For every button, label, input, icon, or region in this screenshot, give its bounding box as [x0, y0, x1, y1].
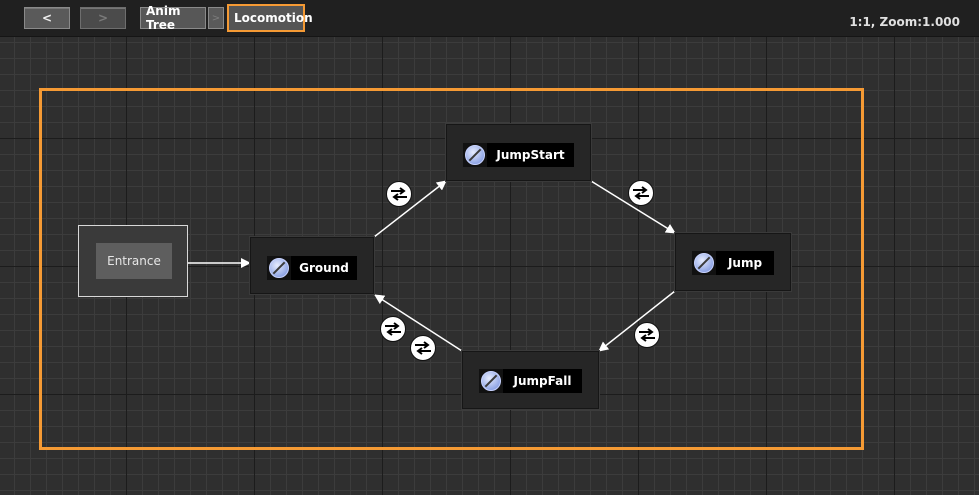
- entrance-node[interactable]: Entrance: [78, 225, 188, 297]
- state-jump[interactable]: Jump: [675, 233, 791, 291]
- state-label: Jump: [727, 256, 763, 270]
- transition-icon[interactable]: [410, 335, 436, 361]
- link-jumpstart-jump[interactable]: [590, 180, 676, 234]
- layer-frame: [39, 88, 864, 450]
- transition-icon[interactable]: [380, 316, 406, 342]
- state-ground[interactable]: Ground: [250, 237, 374, 294]
- link-jumpfall-ground[interactable]: [374, 294, 463, 352]
- state-icon: [479, 369, 503, 393]
- transition-icon[interactable]: [628, 180, 654, 206]
- entrance-label: Entrance: [96, 243, 172, 279]
- toolbar: < > Anim Tree > Locomotion 1:1, Zoom:1.0…: [0, 0, 979, 37]
- breadcrumb-locomotion[interactable]: Locomotion: [227, 4, 313, 32]
- transition-icon[interactable]: [634, 322, 660, 348]
- breadcrumb-separator: >: [208, 7, 224, 29]
- state-jumpfall[interactable]: JumpFall: [462, 351, 599, 409]
- zoom-readout: 1:1, Zoom:1.000: [849, 15, 960, 29]
- link-ground-jumpstart[interactable]: [373, 180, 447, 238]
- state-label: JumpFall: [513, 374, 572, 388]
- forward-button[interactable]: >: [80, 7, 126, 29]
- state-label: JumpStart: [496, 148, 565, 162]
- state-label: Ground: [299, 261, 349, 275]
- back-button[interactable]: <: [24, 7, 70, 29]
- breadcrumb-anim-tree[interactable]: Anim Tree: [140, 4, 206, 32]
- state-icon: [463, 143, 487, 167]
- state-icon: [692, 251, 716, 275]
- state-jumpstart[interactable]: JumpStart: [446, 124, 591, 181]
- link-jump-jumpfall[interactable]: [598, 290, 676, 352]
- transition-icon[interactable]: [386, 181, 412, 207]
- state-icon: [267, 256, 291, 280]
